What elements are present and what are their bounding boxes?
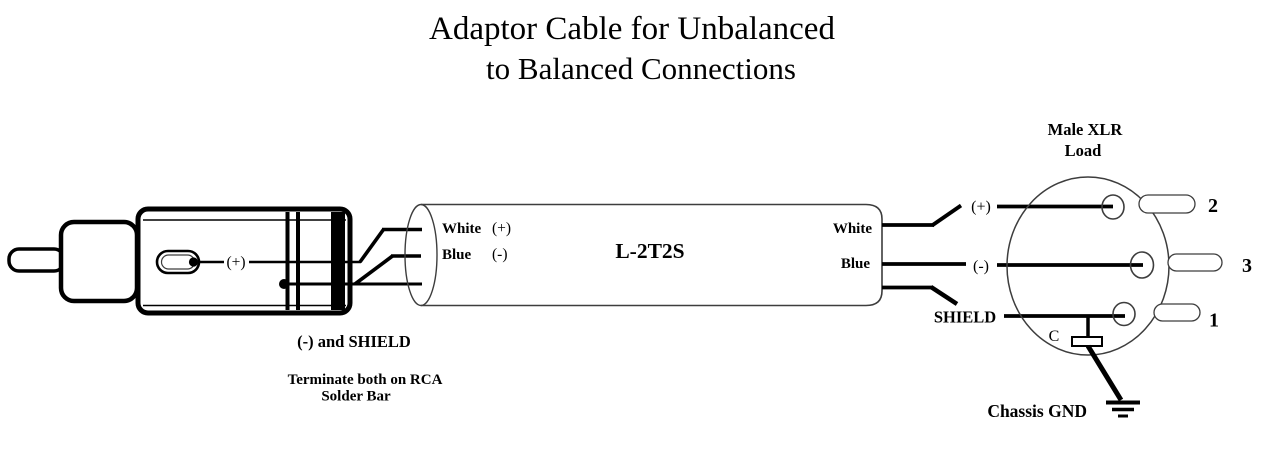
cable-entry-blue-polarity: (-) xyxy=(492,246,508,263)
plus-label: (+) xyxy=(971,199,991,216)
diagram-title: Adaptor Cable for Unbalanced to Balanced… xyxy=(429,11,835,86)
cable-entry-white-label: White xyxy=(442,221,482,237)
rca-tip-solder-dot xyxy=(188,257,199,267)
rca-instruction-line-2: Solder Bar xyxy=(321,389,391,405)
rca-connector: (+) (-) and SHIELD Terminate both on RCA… xyxy=(7,206,443,405)
cable-end-ellipse xyxy=(404,203,438,307)
xlr-pin1-stub xyxy=(1153,303,1201,322)
xlr-pin2-stub xyxy=(1138,194,1196,214)
capacitor-label: C xyxy=(1049,328,1060,345)
xlr-pin2-number: 2 xyxy=(1208,195,1218,217)
xlr-pin3-cup xyxy=(1129,251,1155,279)
rca-center-pin xyxy=(7,247,66,273)
rca-plus-label: (+) xyxy=(226,254,245,271)
chassis-ground-label: Chassis GND xyxy=(987,401,1087,421)
ground-symbol-icon xyxy=(1106,400,1140,418)
cable-model-label: L-2T2S xyxy=(615,239,684,263)
cable-to-xlr-wires: (+) (-) SHIELD xyxy=(882,199,1143,327)
cable-body: White (+) Blue (-) L-2T2S White Blue xyxy=(404,203,883,307)
xlr-connector: Male XLR Load 2 3 1 C Chassis GND xyxy=(987,120,1252,421)
rca-ground-wire-diagonal xyxy=(353,254,394,286)
xlr-pin3-stub xyxy=(1167,253,1223,272)
rca-termination-note: (-) and SHIELD xyxy=(297,332,411,351)
xlr-pin2-cup xyxy=(1101,194,1125,220)
rca-collar xyxy=(58,219,140,304)
xlr-pin3-number: 3 xyxy=(1242,255,1252,277)
title-line-1: Adaptor Cable for Unbalanced xyxy=(429,11,835,47)
white-wire-diagonal xyxy=(930,203,963,228)
cable-entry-blue-label: Blue xyxy=(442,247,472,263)
xlr-heading-line-2: Load xyxy=(1065,141,1102,160)
rca-plus-wire-diagonal xyxy=(358,228,385,264)
cable-exit-white-label: White xyxy=(833,221,873,237)
cable-entry-white-polarity: (+) xyxy=(492,220,511,237)
capacitor-body xyxy=(1071,336,1103,347)
title-line-2: to Balanced Connections xyxy=(486,51,796,86)
rca-instruction-line-1: Terminate both on RCA xyxy=(288,372,443,388)
shield-label: SHIELD xyxy=(934,308,996,327)
capacitor-lead-to-ground xyxy=(1085,344,1124,402)
cable-exit-blue-label: Blue xyxy=(841,256,871,272)
cable-outline xyxy=(421,203,883,307)
minus-label: (-) xyxy=(973,258,989,275)
shield-wire-diagonal xyxy=(929,285,959,306)
xlr-pin1-number: 1 xyxy=(1209,310,1219,332)
xlr-pin1-cup xyxy=(1112,301,1136,327)
xlr-heading-line-1: Male XLR xyxy=(1048,120,1124,139)
